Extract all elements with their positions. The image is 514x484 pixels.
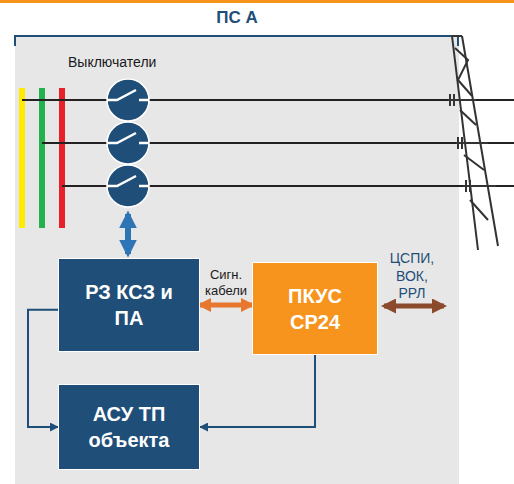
insulators	[450, 94, 470, 192]
channels-label: ЦСПИ, ВОК, РРЛ	[383, 250, 441, 303]
controller-box: ПКУС СР24	[252, 262, 378, 355]
phase-line	[22, 99, 514, 101]
comms-arrow	[384, 304, 444, 309]
busbar	[19, 88, 25, 228]
bracket	[15, 36, 458, 46]
breaker-circle	[107, 122, 149, 164]
tower-symbol	[448, 36, 498, 250]
breaker-symbol	[107, 165, 149, 207]
busbar	[59, 88, 65, 228]
breaker-circle	[107, 165, 149, 207]
tower-arms	[448, 100, 496, 186]
tower-bracing	[455, 48, 488, 220]
breaker-circle	[107, 79, 149, 121]
busbar	[39, 88, 45, 228]
substation-panel	[15, 36, 459, 484]
node-text: АСУ ТП объекта	[71, 401, 187, 453]
breaker-switch	[107, 176, 149, 186]
top-bar	[0, 0, 514, 3]
breakers-label: Выключатели	[68, 54, 156, 72]
data-connector	[200, 355, 315, 427]
node-text: ПКУС СР24	[263, 283, 367, 335]
breaker-switch	[107, 133, 149, 143]
protection-box: РЗ КСЗ и ПА	[58, 258, 200, 352]
scada-box: АСУ ТП объекта	[58, 384, 200, 470]
breaker-symbol	[107, 79, 149, 121]
edge-label: Сигн. кабели	[199, 267, 253, 300]
signal-cable-arrow	[200, 303, 252, 308]
control-arrow	[125, 214, 131, 254]
breaker-switch	[107, 90, 149, 100]
breaker-symbol	[107, 122, 149, 164]
data-connector	[28, 310, 58, 427]
station-title: ПС А	[0, 8, 474, 28]
node-text: РЗ КСЗ и ПА	[71, 279, 187, 331]
